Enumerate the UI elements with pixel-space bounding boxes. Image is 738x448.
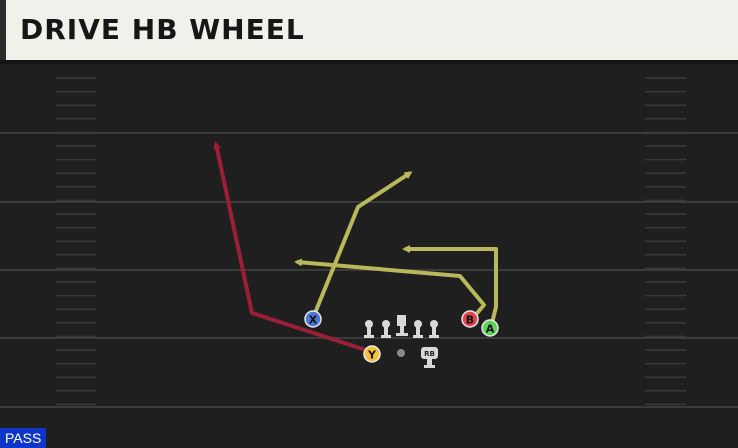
- title-bar-shadow: [0, 60, 738, 64]
- player-x-label: X: [309, 314, 318, 327]
- lineman-icon: [364, 320, 374, 338]
- hash-marks-left: [56, 77, 96, 406]
- running-back-icon[interactable]: RB: [421, 347, 438, 368]
- offensive-line: [364, 315, 439, 338]
- player-y[interactable]: Y: [363, 345, 381, 363]
- player-a-label: A: [486, 323, 495, 336]
- route-x-post: [311, 171, 413, 319]
- player-a[interactable]: A: [481, 319, 499, 337]
- route-b-in: [294, 258, 486, 321]
- center-icon: [396, 315, 408, 336]
- hash-marks-right: [645, 77, 686, 406]
- route-y-primary: [213, 141, 373, 354]
- quarterback-dot: [397, 349, 405, 357]
- lineman-icon: [429, 320, 439, 338]
- play-type-badge: PASS: [0, 428, 47, 448]
- player-b-label: B: [466, 314, 474, 327]
- rb-label: RB: [424, 350, 435, 358]
- play-title: DRIVE HB WHEEL: [20, 13, 305, 46]
- player-y-label: Y: [367, 349, 377, 362]
- route-a-curl: [402, 245, 498, 328]
- lineman-icon: [413, 320, 423, 338]
- player-b[interactable]: B: [461, 310, 479, 328]
- lineman-icon: [381, 320, 391, 338]
- player-x[interactable]: X: [304, 310, 322, 328]
- play-title-bar: DRIVE HB WHEEL: [0, 0, 738, 60]
